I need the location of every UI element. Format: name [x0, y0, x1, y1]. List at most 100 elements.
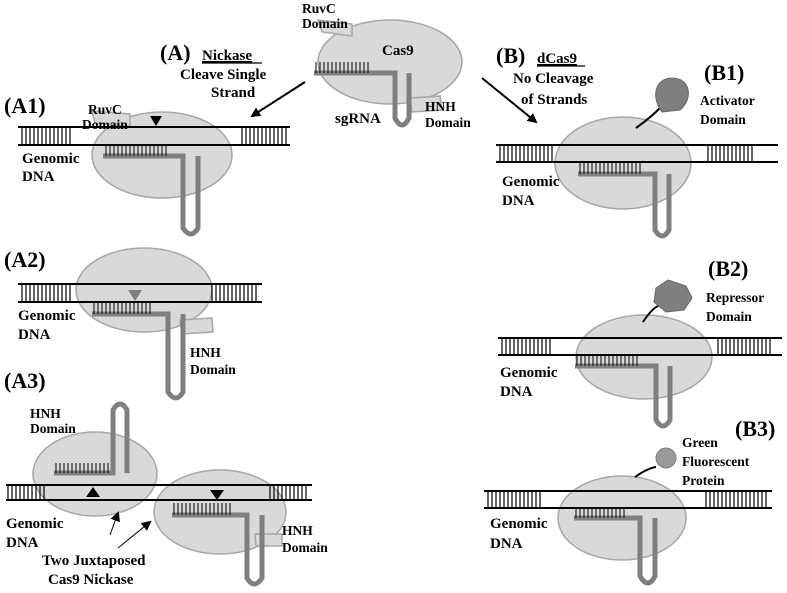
top-ruvc-label-line1: RuvC: [302, 1, 336, 16]
a3-right-cut-marker: [210, 490, 224, 500]
panel-a2: (A2) Genomic DNA HNH Domain: [4, 247, 262, 401]
b3-dna-label-line1: Genomic: [490, 516, 548, 532]
b3-effector-label-line1: Green: [682, 435, 718, 450]
a2-dna-label-line2: DNA: [18, 327, 51, 343]
top-sgrna-teeth: [315, 62, 369, 73]
b2-sgrna: [575, 363, 673, 429]
a2-hnh-label-line1: HNH: [190, 345, 221, 360]
panel-a-tag: (A): [160, 40, 191, 65]
b2-sgrna-teeth: [576, 356, 638, 366]
b1-sgrna-teeth: [579, 163, 641, 174]
top-ruvc-label-line2: Domain: [302, 16, 348, 31]
a3-right-sgrna: [172, 512, 265, 587]
a3-hnh-right-label-line2: Domain: [282, 540, 328, 555]
a3-caption-arrow-left: [109, 511, 120, 536]
a3-left-cut-marker: [86, 487, 100, 497]
top-sgrna: [314, 70, 412, 128]
a3-hnh-left-label-line2: Domain: [30, 421, 76, 436]
b2-effector-label-line1: Repressor: [706, 290, 764, 305]
a3-dna-rungs-left: [7, 485, 45, 500]
top-cas9-protein: [317, 19, 463, 105]
a3-dna-label-line1: Genomic: [6, 516, 64, 532]
b2-dna-label-line1: Genomic: [500, 365, 558, 381]
a1-tag: (A1): [4, 93, 46, 118]
a3-dna-label-line2: DNA: [6, 535, 39, 551]
panel-b-title: dCas9: [537, 51, 577, 67]
a1-ruvc-label-line2: Domain: [82, 117, 128, 132]
b1-linker: [635, 107, 661, 129]
b2-dna-label-line2: DNA: [500, 384, 533, 400]
b1-tag: (B1): [704, 60, 744, 85]
b1-activator-domain-shape: [655, 77, 689, 113]
b3-effector-label-line3: Protein: [682, 473, 725, 488]
panel-b-line3: of Strands: [521, 92, 587, 108]
a2-dna-label-line1: Genomic: [18, 308, 76, 324]
a1-sgrna: [103, 153, 201, 237]
b1-sgrna: [578, 171, 672, 239]
panel-a-header: (A) Nickase Cleave Single Strand: [160, 40, 306, 118]
b2-dna-rungs-left: [501, 338, 551, 355]
b3-effector-label-line2: Fluorescent: [682, 454, 750, 469]
panel-b3: (B3) Green Fluorescent Protein Genomic D…: [484, 416, 775, 586]
arrow-to-a: [250, 81, 306, 118]
b3-gfp-shape: [655, 447, 677, 469]
a3-caption-arrow-right: [117, 520, 152, 549]
a1-dna-rungs-right: [241, 127, 287, 145]
panel-b-header: (B) dCas9 No Cleavage of Strands: [481, 43, 594, 124]
b3-dna-label-line2: DNA: [490, 536, 523, 552]
a3-left-sgrna-teeth: [55, 463, 109, 473]
a3-dna-rungs-right: [269, 485, 307, 500]
b1-dna-rungs-left: [499, 145, 553, 162]
top-cas9-group: RuvC Domain Cas9 sgRNA HNH Domain: [302, 1, 471, 130]
a1-dna-rungs-left: [21, 127, 71, 145]
a1-dna-label-line1: Genomic: [22, 151, 80, 167]
b3-dna-rungs-right: [705, 491, 767, 508]
b2-tag: (B2): [708, 256, 748, 281]
top-hnh-label-line1: HNH: [425, 99, 456, 114]
a1-dna-label-line2: DNA: [22, 169, 55, 185]
a3-hnh-left-label-line1: HNH: [30, 406, 61, 421]
a3-left-sgrna: [54, 401, 130, 476]
panel-a-line2: Cleave Single: [180, 67, 267, 83]
top-sgrna-label: sgRNA: [335, 111, 381, 127]
b1-dna-label-line1: Genomic: [502, 174, 560, 190]
a1-cut-marker: [150, 116, 162, 126]
b1-dna-rungs-right: [707, 145, 753, 162]
a3-caption-line2: Cas9 Nickase: [48, 572, 134, 588]
panel-b2: (B2) Repressor Domain Genomic DNA: [498, 256, 782, 429]
a2-dna-rungs-right: [211, 284, 257, 302]
panel-b1: (B1) Activator Domain Genomic DNA: [496, 60, 778, 239]
panel-b-line2: No Cleavage: [513, 71, 594, 87]
b1-dna-label-line2: DNA: [502, 193, 535, 209]
arrow-to-b: [481, 77, 538, 124]
a1-ruvc-label-line1: RuvC: [88, 102, 122, 117]
a2-dna-rungs-left: [21, 284, 71, 302]
a2-tag: (A2): [4, 247, 46, 272]
a2-sgrna: [92, 311, 186, 401]
a3-tag: (A3): [4, 368, 46, 393]
a3-right-sgrna-teeth: [173, 503, 231, 515]
b3-linker: [634, 466, 657, 478]
b1-effector-label-line2: Domain: [700, 112, 746, 127]
panel-b-tag: (B): [496, 43, 525, 68]
panel-a3: (A3) HNH Domain Genomic DNA Two Juxtapos…: [4, 368, 328, 588]
b3-sgrna-teeth: [575, 509, 625, 518]
b2-dcas9-protein: [575, 314, 713, 400]
a2-cut-marker: [128, 290, 142, 301]
top-hnh-label-line2: Domain: [425, 115, 471, 130]
a3-right-hnh-domain-shape: [254, 533, 283, 547]
b2-repressor-domain-shape: [653, 279, 693, 313]
a2-hnh-label-line2: Domain: [190, 362, 236, 377]
b3-tag: (B3): [735, 416, 775, 441]
panel-a-title: Nickase: [202, 48, 252, 64]
a2-sgrna-teeth: [93, 303, 151, 314]
panel-a1: (A1) RuvC Domain Genomic DNA: [4, 93, 290, 237]
a3-hnh-right-label-line1: HNH: [282, 523, 313, 538]
a3-right-cas9-protein: [153, 469, 287, 555]
panel-a-line3: Strand: [211, 85, 256, 101]
b3-sgrna: [574, 515, 658, 586]
top-cas9-label: Cas9: [382, 43, 414, 59]
top-ruvc-domain-shape: [316, 19, 353, 37]
